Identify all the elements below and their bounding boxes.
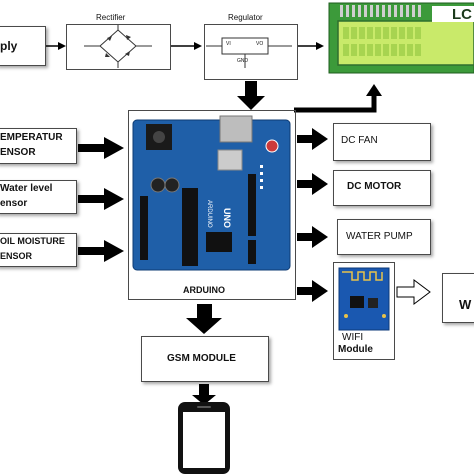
water-pump-label: WATER PUMP (346, 231, 413, 242)
temperature-sensor-box (0, 128, 77, 164)
arrow-arduino-lcd-head (366, 84, 382, 96)
soil-moisture-sensor-line1: OIL MOISTURE (0, 236, 65, 246)
dc-fan-box (333, 123, 431, 161)
soil-moisture-sensor-line2: ENSOR (0, 251, 33, 261)
water-level-sensor-line2: ensor (0, 198, 28, 209)
wifi-label-line2: Module (338, 344, 373, 355)
power-supply-box (0, 26, 46, 66)
soil-moisture-sensor-box (0, 233, 77, 267)
arrow-moisture-arduino (78, 240, 124, 262)
lcd-title: LC (452, 6, 472, 23)
regulator-pin-vi: VI (226, 41, 231, 47)
arrow-temp-arduino (78, 137, 124, 159)
arrow-water-arduino (78, 188, 124, 210)
right-output-label: W (459, 297, 472, 312)
dc-motor-label: DC MOTOR (347, 181, 402, 192)
water-level-sensor-box (0, 180, 77, 214)
water-pump-box (337, 219, 431, 255)
arduino-box (128, 110, 296, 300)
wifi-module-icon (338, 267, 390, 331)
lcd-display-icon (328, 2, 474, 74)
arduino-label: ARDUINO (183, 285, 225, 295)
temperature-sensor-line2: ENSOR (0, 147, 36, 158)
temperature-sensor-line1: EMPERATUR (0, 132, 63, 143)
arduino-board-uno: UNO (222, 208, 232, 228)
arrow-arduino-gsm (186, 304, 222, 334)
rectifier-box (66, 24, 171, 70)
regulator-box (204, 24, 298, 80)
arduino-board-icon (132, 115, 291, 271)
arrow-arduino-lcd-line (294, 94, 377, 113)
wifi-module-box (333, 262, 395, 360)
wifi-label-line1: WIFI (342, 332, 364, 343)
arrow-arduino-motor (297, 173, 328, 195)
power-supply-label: ply (0, 39, 18, 53)
gsm-module-label: GSM MODULE (167, 353, 236, 364)
regulator-title: Regulator (228, 13, 263, 22)
dc-fan-label: DC FAN (341, 135, 378, 146)
water-level-sensor-line1: Water level (0, 183, 53, 194)
regulator-pin-gnd: GND (237, 58, 249, 64)
arrow-arduino-fan (297, 128, 328, 150)
gsm-module-box (141, 336, 269, 382)
rectifier-title: Rectifier (96, 13, 126, 22)
arrow-arduino-wifi (297, 280, 328, 302)
right-output-box (442, 273, 474, 323)
arrow-arduino-pump (297, 226, 328, 248)
smartphone-icon (178, 402, 230, 474)
arrow-gsm-phone (192, 384, 216, 405)
arrow-regulator-arduino (237, 81, 265, 110)
arrow-wifi-right (396, 279, 431, 305)
dc-motor-box (333, 170, 431, 206)
bridge-rectifier-icon (84, 24, 152, 68)
voltage-regulator-icon (206, 37, 292, 68)
regulator-pin-vo: VO (256, 41, 264, 47)
arduino-board-brand: ARDUINO (206, 200, 212, 228)
